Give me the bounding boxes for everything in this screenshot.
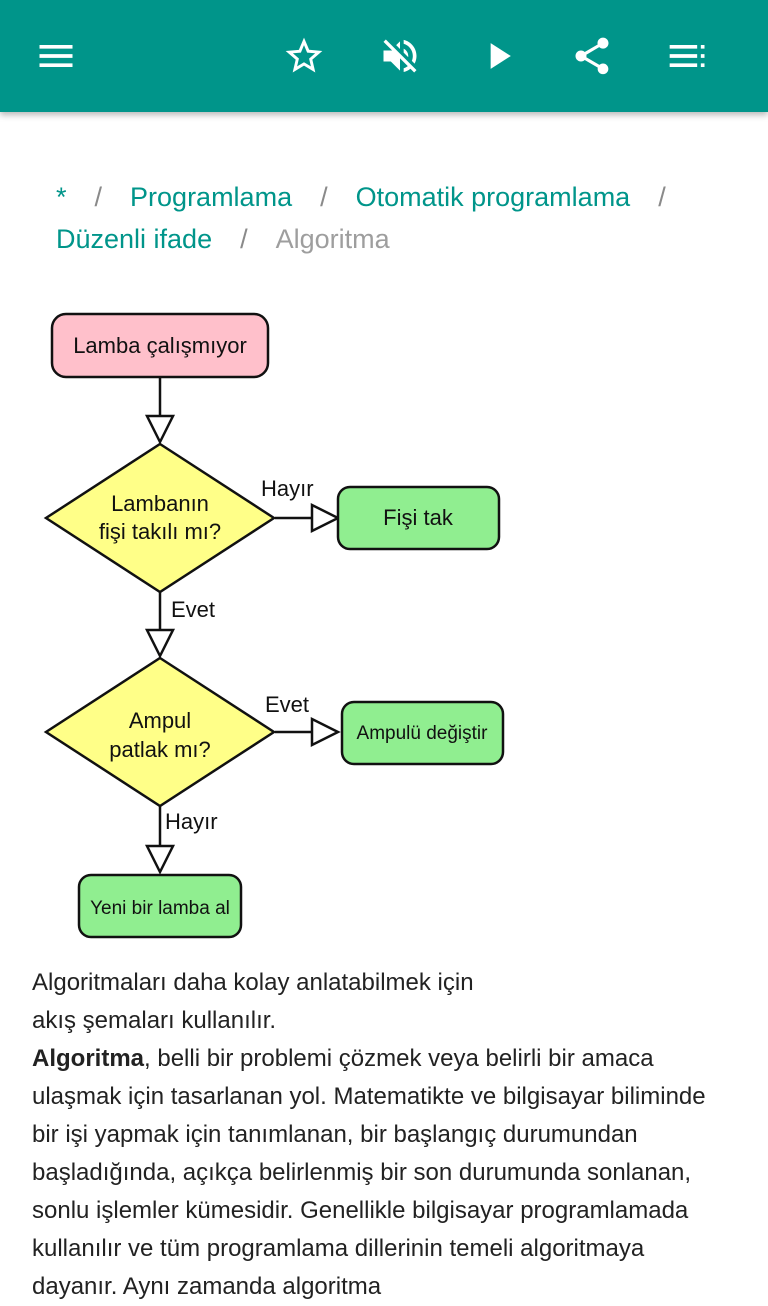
action-node-label: Fişi tak [383,505,454,530]
arrowhead [144,628,176,659]
breadcrumb-item-programlama[interactable]: Programlama [130,182,293,212]
flowchart-image: Lamba çalışmıyor Lambanın fişi takılı mı… [43,312,505,939]
play-icon [490,43,511,69]
arrowhead [310,716,341,748]
share-icon [575,37,609,75]
contents-button[interactable] [656,24,720,88]
caption-line: akış şemaları kullanılır. [32,1007,277,1034]
caption-line: Algoritmaları daha kolay anlatabilmek iç… [32,969,474,996]
share-button[interactable] [560,24,624,88]
menu-button[interactable] [24,24,88,88]
favorite-button[interactable] [272,24,336,88]
breadcrumb: * / Programlama / Otomatik programlama / Düzen… [56,176,736,260]
list-icon [669,45,705,67]
decision-label: Lambanın [111,491,209,516]
volume-off-icon [383,39,417,73]
start-node-label: Lamba çalışmıyor [73,333,247,358]
action-node-label: Ampulü değiştir [357,723,489,744]
article-body: Algoritmaları daha kolay anlatabilmek iç… [32,964,732,1306]
decision-node [43,442,277,594]
article-definition: , belli bir problemi çözmek veya belirli… [32,1045,706,1300]
action-node [336,485,501,551]
branch-label-yes: Evet [265,692,309,717]
start-node [50,312,270,379]
breadcrumb-separator: / [240,224,248,254]
arrowhead [310,502,341,534]
mute-button[interactable] [368,24,432,88]
branch-label-no: Hayır [165,809,218,834]
end-node [77,873,243,939]
breadcrumb-item-duzenli-ifade[interactable]: Düzenli ifade [56,224,213,254]
action-node [340,700,505,766]
breadcrumb-current: Algoritma [275,224,390,254]
breadcrumb-separator: / [658,182,666,212]
image-caption: Algoritmaları daha kolay anlatabilmek iç… [32,964,732,1040]
breadcrumb-separator: / [320,182,328,212]
decision-label: fişi takılı mı? [99,519,221,544]
arrowhead [144,844,176,875]
app-toolbar [0,0,768,112]
article-term: Algoritma [32,1045,145,1072]
branch-label-no: Hayır [261,476,314,501]
breadcrumb-item-home[interactable]: * [56,182,67,212]
branch-label-yes: Evet [171,597,215,622]
decision-label: patlak mı? [109,737,211,762]
menu-icon [39,45,73,67]
end-node-label: Yeni bir lamba al [90,898,230,919]
article-paragraph: Algoritma, belli bir problemi çözmek vey… [32,1040,732,1306]
arrowhead [144,414,176,445]
decision-node [43,656,277,808]
play-button[interactable] [466,24,530,88]
breadcrumb-item-otomatik-programlama[interactable]: Otomatik programlama [355,182,631,212]
decision-label: Ampul [129,708,191,733]
breadcrumb-separator: / [94,182,103,212]
star-icon [285,37,323,73]
